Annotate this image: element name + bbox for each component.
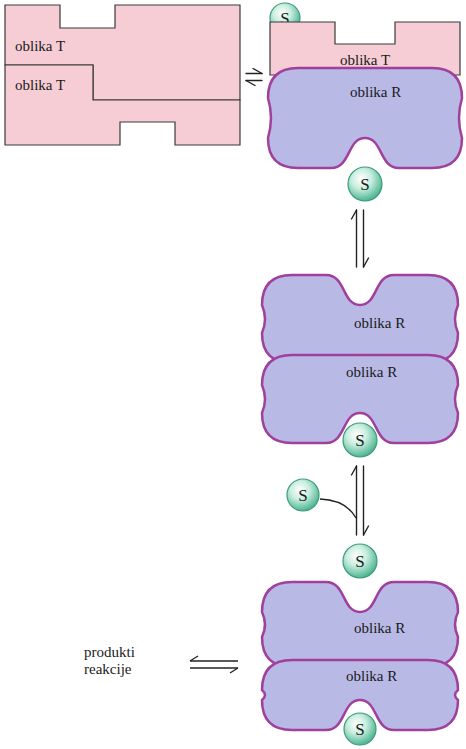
substrate-circle <box>343 423 377 457</box>
substrate-ball: S <box>342 543 378 579</box>
substrate-label: S <box>298 487 307 504</box>
state-label: oblika R <box>354 315 405 332</box>
r-state-subunit: oblika R <box>262 275 458 363</box>
substrate-label: S <box>355 553 364 570</box>
state-label: oblika T <box>340 52 390 69</box>
equilibrium-arrow <box>246 69 262 86</box>
substrate-ball: S <box>347 166 383 202</box>
equilibrium-arrow <box>352 466 369 535</box>
state-label: oblika R <box>346 668 397 685</box>
r-state-subunit: oblika R <box>268 68 462 168</box>
substrate-label: S <box>355 721 364 738</box>
r-outline <box>262 275 458 363</box>
t-outline <box>5 5 240 100</box>
state-label: oblika R <box>354 620 405 637</box>
substrate-label: S <box>355 432 364 449</box>
equilibrium-arrow <box>352 210 369 267</box>
substrate-circle <box>343 544 377 578</box>
t-outline <box>5 65 240 145</box>
state-label: oblika T <box>15 38 65 55</box>
substrate-label: S <box>360 176 369 193</box>
state-label: oblika R <box>346 364 397 381</box>
r-outline <box>262 582 458 667</box>
substrate-ball: S <box>286 478 320 512</box>
t-state-subunit: oblika T <box>5 65 240 145</box>
r-outline <box>268 68 462 168</box>
products-label: produkti reakcije <box>84 644 174 679</box>
substrate-circle <box>287 479 319 511</box>
substrate-ball: S <box>342 422 378 458</box>
binding-curve <box>320 499 356 518</box>
product-equilibrium-arrow <box>190 656 238 673</box>
substrate-circle <box>348 167 382 201</box>
state-label: oblika T <box>15 77 65 94</box>
substrate-circle <box>344 713 376 745</box>
state-label: oblika R <box>350 84 401 101</box>
r-state-subunit: oblika R <box>262 582 458 667</box>
substrate-ball: S <box>343 712 377 746</box>
